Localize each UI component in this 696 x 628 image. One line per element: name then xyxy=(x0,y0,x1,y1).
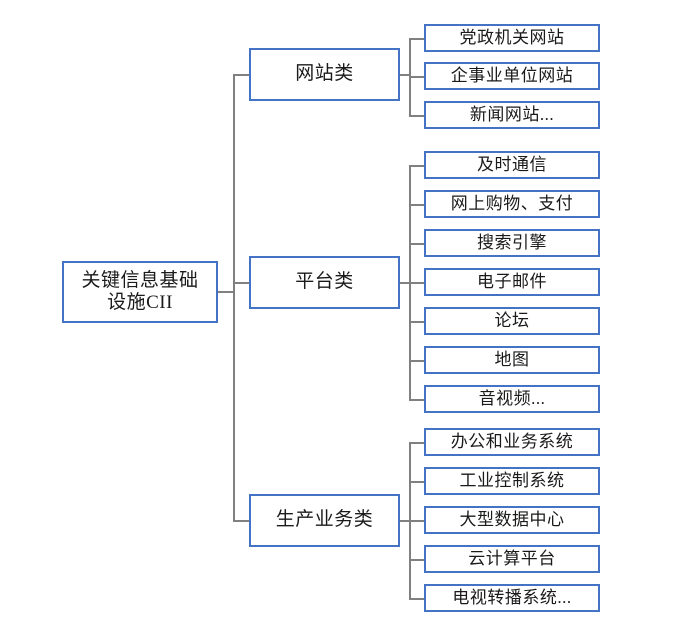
root-node[interactable]: 关键信息基础 设施CII xyxy=(62,261,218,323)
leaf-node-0-0[interactable]: 党政机关网站 xyxy=(424,24,600,52)
leaf-node-1-3-label: 电子邮件 xyxy=(477,272,547,292)
leaf-node-1-1[interactable]: 网上购物、支付 xyxy=(424,190,600,218)
category-1-connector-leaf-3 xyxy=(409,282,424,284)
root-connector-branch-2 xyxy=(233,520,249,522)
leaf-node-2-0[interactable]: 办公和业务系统 xyxy=(424,428,600,456)
root-connector-stub xyxy=(218,291,233,293)
leaf-node-1-3[interactable]: 电子邮件 xyxy=(424,268,600,296)
leaf-node-1-6[interactable]: 音视频... xyxy=(424,385,600,413)
category-1-connector-stub xyxy=(400,282,409,284)
category-node-0[interactable]: 网站类 xyxy=(249,48,400,101)
root-node-line-1: 关键信息基础 xyxy=(81,269,199,291)
root-connector-branch-1 xyxy=(233,282,249,284)
leaf-node-2-2-label: 大型数据中心 xyxy=(459,510,565,530)
category-1-connector-leaf-4 xyxy=(409,321,424,323)
leaf-node-1-2-label: 搜索引擎 xyxy=(477,233,547,253)
category-1-connector-leaf-2 xyxy=(409,243,424,245)
leaf-node-2-3[interactable]: 云计算平台 xyxy=(424,545,600,573)
category-0-connector-leaf-0 xyxy=(409,38,424,40)
leaf-node-0-1[interactable]: 企事业单位网站 xyxy=(424,62,600,90)
leaf-node-2-4[interactable]: 电视转播系统... xyxy=(424,584,600,612)
leaf-node-1-0[interactable]: 及时通信 xyxy=(424,151,600,179)
leaf-node-1-4[interactable]: 论坛 xyxy=(424,307,600,335)
category-2-connector-stub xyxy=(400,520,409,522)
leaf-node-1-2[interactable]: 搜索引擎 xyxy=(424,229,600,257)
category-2-connector-leaf-2 xyxy=(409,520,424,522)
category-1-connector-leaf-0 xyxy=(409,165,424,167)
category-node-1-label: 平台类 xyxy=(295,271,354,293)
leaf-node-0-1-label: 企事业单位网站 xyxy=(450,66,574,86)
category-2-connector-leaf-1 xyxy=(409,481,424,483)
category-1-connector-leaf-1 xyxy=(409,204,424,206)
root-node-text: 关键信息基础 设施CII xyxy=(81,270,198,314)
leaf-node-1-1-label: 网上购物、支付 xyxy=(450,194,574,214)
leaf-node-0-2[interactable]: 新闻网站... xyxy=(424,101,600,129)
category-0-connector-leaf-1 xyxy=(409,76,424,78)
leaf-node-1-0-label: 及时通信 xyxy=(477,155,547,175)
leaf-node-2-0-label: 办公和业务系统 xyxy=(450,432,574,452)
leaf-node-2-1-label: 工业控制系统 xyxy=(459,471,565,491)
leaf-node-1-4-label: 论坛 xyxy=(494,311,530,331)
category-2-connector-leaf-4 xyxy=(409,598,424,600)
leaf-node-2-4-label: 电视转播系统... xyxy=(452,588,572,608)
root-connector-branch-0 xyxy=(233,74,249,76)
leaf-node-0-2-label: 新闻网站... xyxy=(469,105,555,125)
leaf-node-2-1[interactable]: 工业控制系统 xyxy=(424,467,600,495)
category-1-connector-leaf-5 xyxy=(409,360,424,362)
category-0-connector-stub xyxy=(400,74,409,76)
leaf-node-1-5-label: 地图 xyxy=(494,350,530,370)
leaf-node-1-6-label: 音视频... xyxy=(478,389,546,409)
leaf-node-1-5[interactable]: 地图 xyxy=(424,346,600,374)
category-node-0-label: 网站类 xyxy=(295,63,354,85)
category-2-connector-leaf-0 xyxy=(409,442,424,444)
leaf-node-2-2[interactable]: 大型数据中心 xyxy=(424,506,600,534)
category-1-connector-leaf-6 xyxy=(409,399,424,401)
leaf-node-2-3-label: 云计算平台 xyxy=(468,549,556,569)
root-connector-spine xyxy=(233,74,235,521)
category-2-connector-leaf-3 xyxy=(409,559,424,561)
leaf-node-0-0-label: 党政机关网站 xyxy=(459,28,565,48)
category-node-1[interactable]: 平台类 xyxy=(249,256,400,309)
category-node-2-label: 生产业务类 xyxy=(275,509,374,531)
category-0-connector-leaf-2 xyxy=(409,115,424,117)
root-node-line-2: 设施CII xyxy=(107,292,173,313)
category-node-2[interactable]: 生产业务类 xyxy=(249,494,400,547)
